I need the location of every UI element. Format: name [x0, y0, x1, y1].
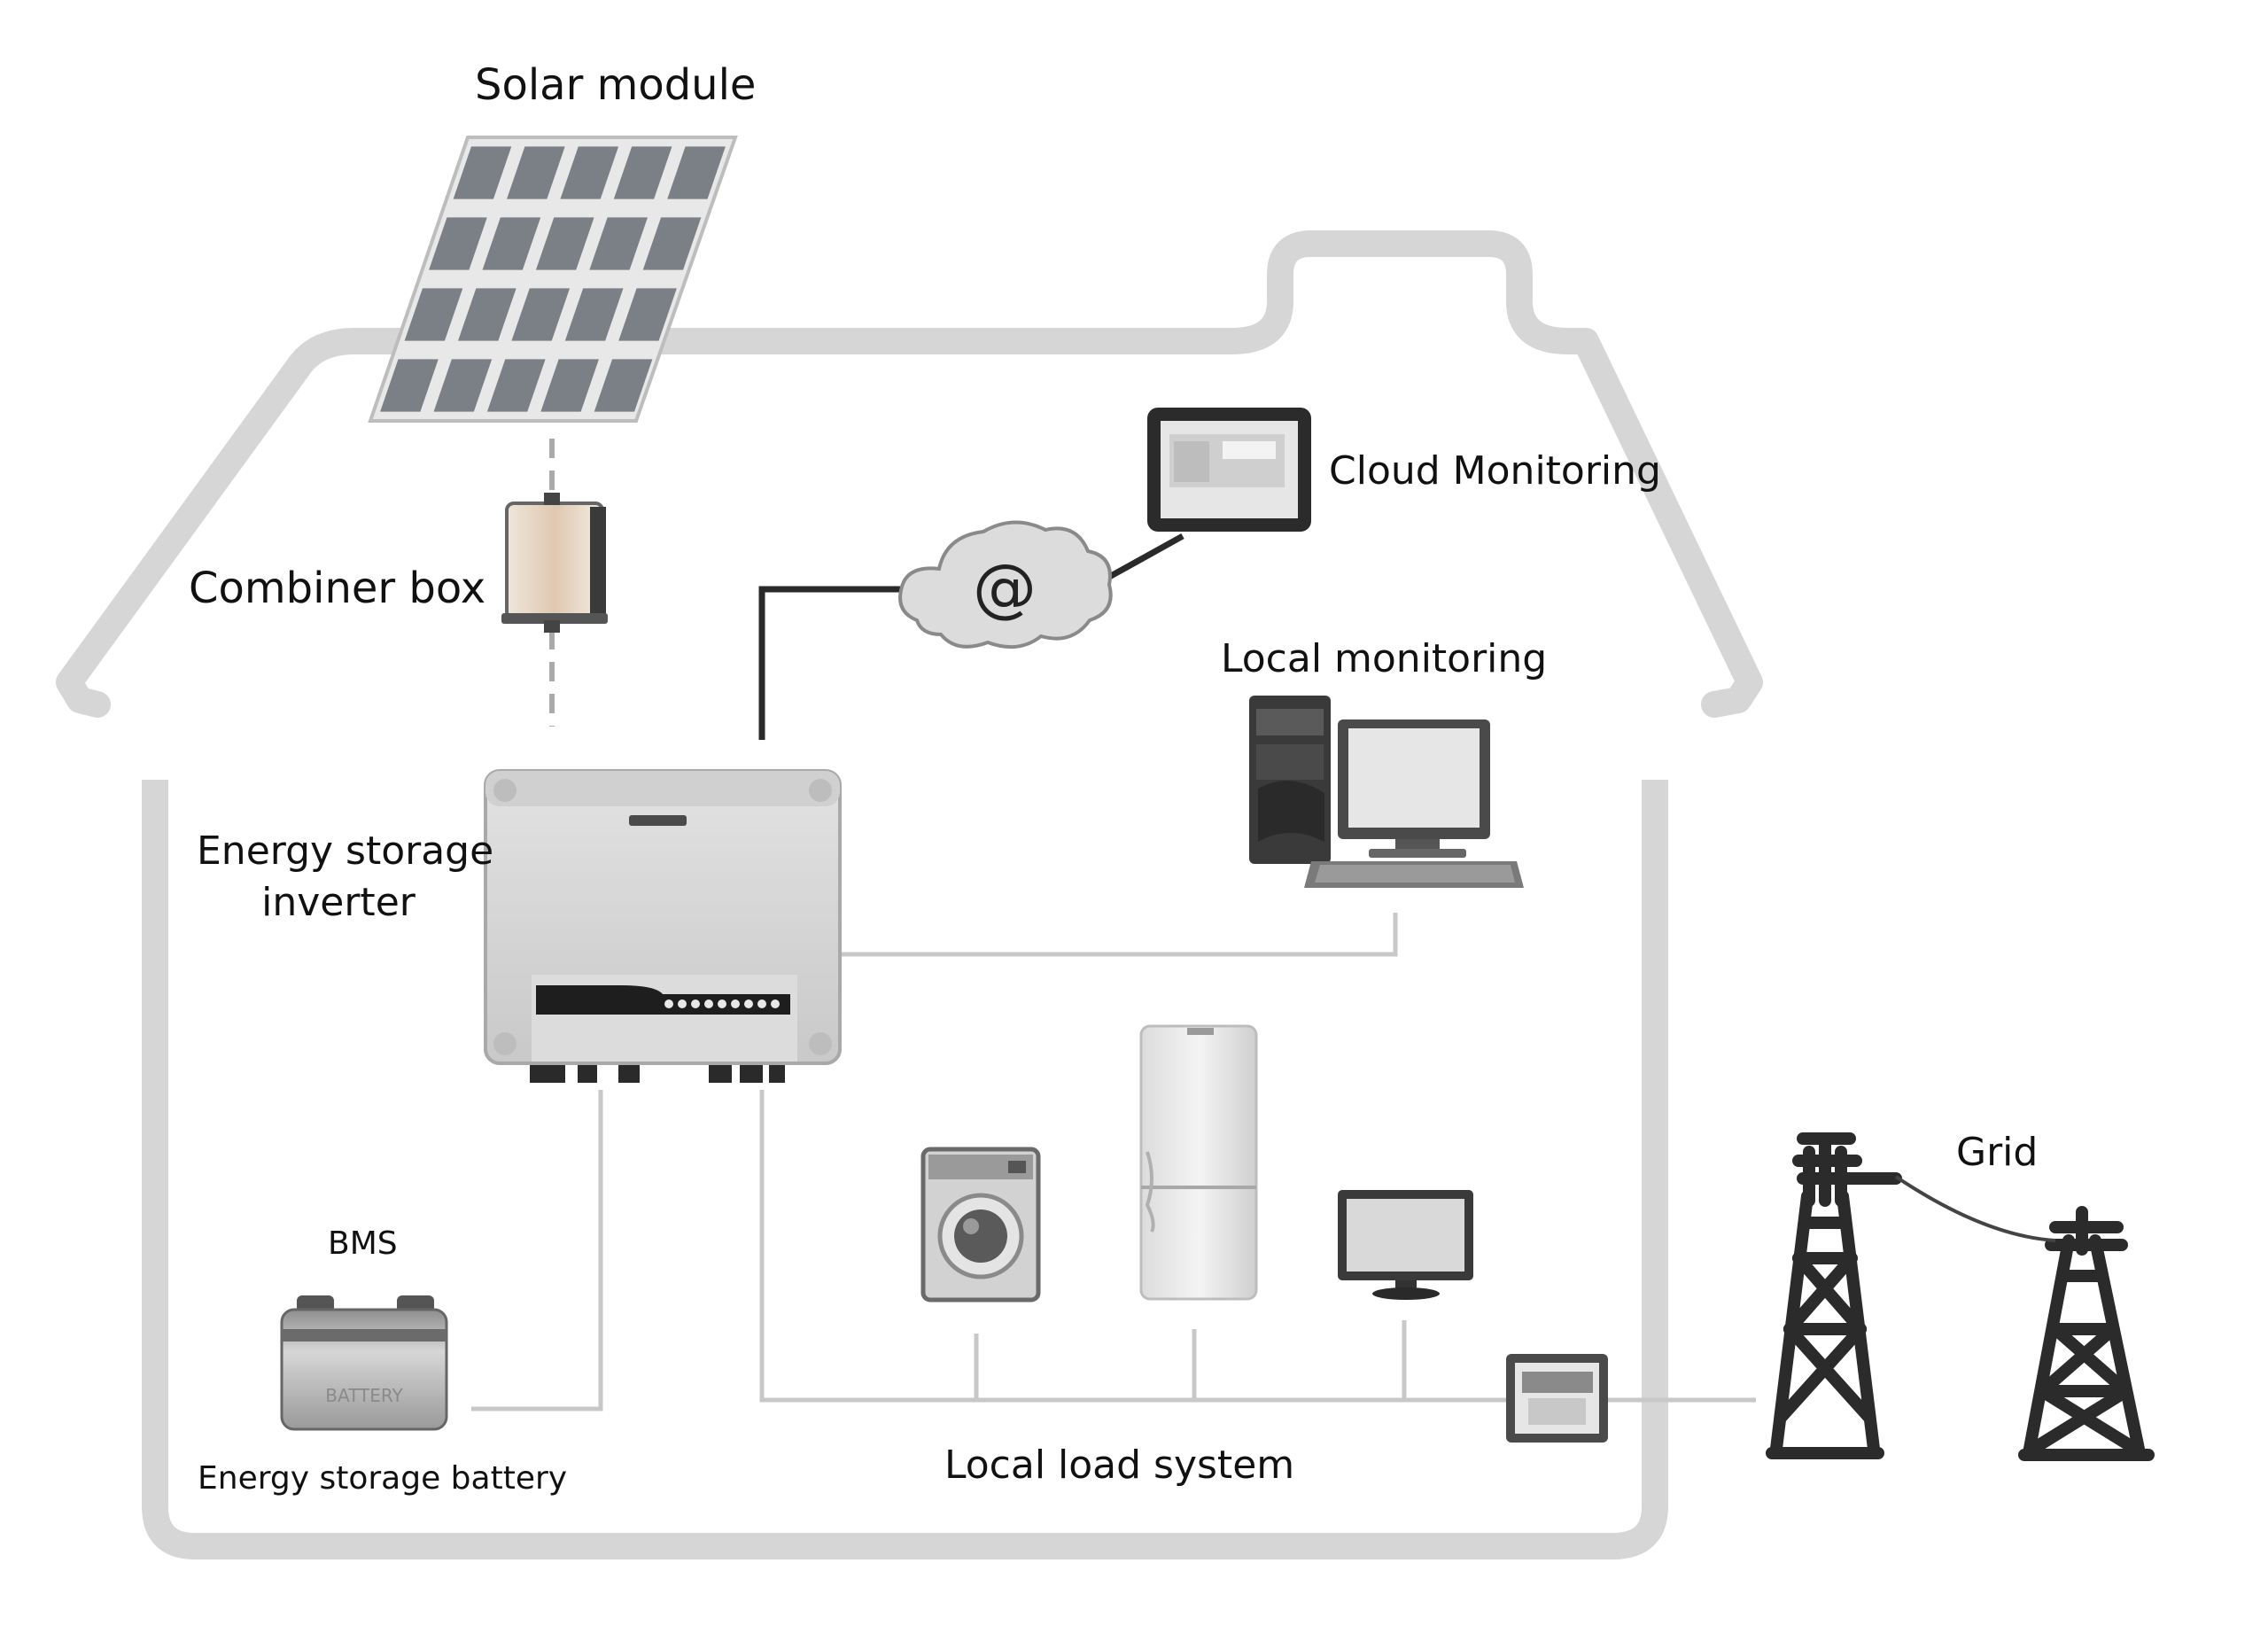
- solar-cell: [404, 288, 463, 341]
- inverter-led: [718, 999, 726, 1008]
- solar-cell: [433, 359, 493, 412]
- combiner-box-label: Combiner box: [189, 564, 486, 613]
- desktop-computer-icon: [1249, 696, 1524, 888]
- combiner-box-icon: [501, 493, 608, 633]
- inverter-label-line1: Energy storage: [197, 828, 494, 874]
- cloud-monitoring-label: Cloud Monitoring: [1329, 448, 1661, 494]
- inverter-label-line2: inverter: [261, 880, 416, 925]
- inverter-led: [744, 999, 753, 1008]
- solar-cell: [642, 217, 702, 270]
- solar-cell: [453, 146, 512, 199]
- house-roof-outline: [56, 230, 1763, 718]
- bms-label: BMS: [328, 1225, 398, 1262]
- solar-cell: [667, 146, 726, 199]
- inverter-led: [664, 999, 673, 1008]
- cloud-icon: @: [898, 520, 1113, 649]
- refrigerator-icon: [1139, 1024, 1258, 1301]
- monitor-icon: [1338, 1190, 1473, 1300]
- inverter-led: [691, 999, 700, 1008]
- local-monitoring-line: [842, 913, 1398, 957]
- solar-cell: [589, 217, 648, 270]
- solar-cell: [560, 146, 619, 199]
- solar-cell: [535, 217, 594, 270]
- inverter-led: [771, 999, 780, 1008]
- solar-cell: [458, 288, 517, 341]
- solar-cell: [507, 146, 565, 199]
- cloud-communication-line: [758, 586, 908, 740]
- house-walls-outline: [142, 780, 1668, 1559]
- battery-body-text: BATTERY: [325, 1385, 403, 1406]
- local-load-system-label: Local load system: [944, 1443, 1295, 1488]
- solar-cell: [511, 288, 571, 341]
- battery-icon: BATTERY: [280, 1295, 448, 1431]
- solar-cell: [618, 288, 677, 341]
- inverter-led: [731, 999, 740, 1008]
- tablet-icon: [1147, 408, 1311, 532]
- solar-cell: [482, 217, 541, 270]
- electric-meter-icon: [1506, 1354, 1608, 1443]
- transmission-tower-icon: [1766, 1132, 2155, 1461]
- solar-cell: [594, 359, 653, 412]
- solar-cell: [486, 359, 546, 412]
- solar-panel-icon: [368, 136, 738, 423]
- inverter-led: [757, 999, 766, 1008]
- solar-cell: [429, 217, 487, 270]
- cloud-at-symbol: @: [973, 550, 1037, 625]
- solar-cell: [564, 288, 624, 341]
- battery-line: [471, 1090, 603, 1412]
- load-bus-line: [759, 1090, 1756, 1403]
- inverter-led: [704, 999, 713, 1008]
- inverter-led: [678, 999, 687, 1008]
- solar-cell: [540, 359, 599, 412]
- solar-cell: [380, 359, 439, 412]
- local-monitoring-label: Local monitoring: [1221, 636, 1548, 681]
- washing-machine-icon: [920, 1147, 1041, 1303]
- grid-label: Grid: [1956, 1130, 2039, 1175]
- solar-module-label: Solar module: [475, 60, 757, 110]
- solar-cell: [613, 146, 672, 199]
- inverter-icon: [484, 769, 842, 1083]
- energy-storage-battery-label: Energy storage battery: [198, 1460, 568, 1497]
- tablet-link-line: [1101, 533, 1184, 584]
- inverter-label: Energy storage inverter: [197, 826, 494, 929]
